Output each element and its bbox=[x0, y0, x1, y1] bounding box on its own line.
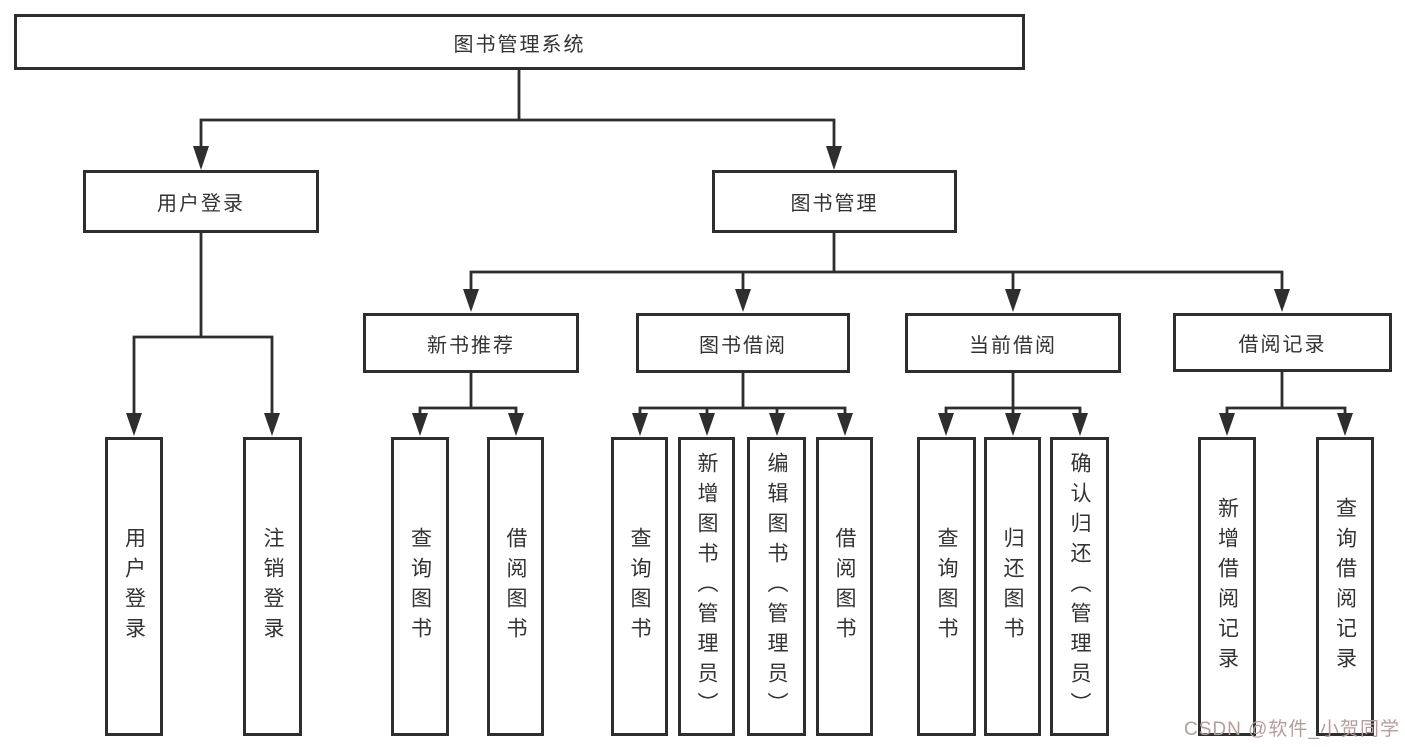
leaf-add-books-admin-label: 新增图书（管理员） bbox=[695, 451, 718, 722]
leaf-borrow-borrow-books: 借阅图书 bbox=[816, 437, 873, 736]
leaf-current-query-books-label: 查询图书 bbox=[935, 526, 958, 647]
leaf-borrow-query-books-label: 查询图书 bbox=[628, 526, 651, 647]
leaf-user-login: 用户登录 bbox=[105, 437, 163, 736]
node-book-management-system-label: 图书管理系统 bbox=[453, 33, 586, 56]
node-book-management-system: 图书管理系统 bbox=[14, 14, 1025, 70]
leaf-edit-books-admin-label: 编辑图书（管理员） bbox=[765, 451, 788, 722]
leaf-add-borrow-record-label: 新增借阅记录 bbox=[1215, 496, 1239, 677]
node-new-book-recommendation-label: 新书推荐 bbox=[427, 334, 515, 357]
leaf-rec-borrow-books: 借阅图书 bbox=[487, 437, 544, 736]
leaf-current-query-books: 查询图书 bbox=[917, 437, 976, 736]
node-borrowing-records: 借阅记录 bbox=[1173, 313, 1392, 372]
leaf-add-borrow-record: 新增借阅记录 bbox=[1198, 437, 1256, 736]
node-current-borrowing: 当前借阅 bbox=[905, 313, 1121, 373]
leaf-edit-books-admin: 编辑图书（管理员） bbox=[747, 437, 806, 736]
leaf-rec-borrow-books-label: 借阅图书 bbox=[504, 526, 527, 647]
node-new-book-recommendation: 新书推荐 bbox=[363, 313, 579, 373]
leaf-confirm-return-admin-label: 确认归还（管理员） bbox=[1068, 451, 1091, 722]
node-user-login-label: 用户登录 bbox=[157, 193, 245, 215]
leaf-user-login-label: 用户登录 bbox=[122, 526, 146, 647]
leaf-borrow-query-books: 查询图书 bbox=[611, 437, 668, 736]
node-book-management-label: 图书管理 bbox=[790, 193, 879, 215]
leaf-return-books-label: 归还图书 bbox=[1001, 526, 1024, 647]
leaf-query-borrow-record-label: 查询借阅记录 bbox=[1333, 496, 1357, 677]
leaf-return-books: 归还图书 bbox=[984, 437, 1041, 736]
leaf-confirm-return-admin: 确认归还（管理员） bbox=[1050, 437, 1109, 736]
csdn-watermark: CSDN @软件_小贺同学 bbox=[1184, 719, 1400, 740]
node-user-login: 用户登录 bbox=[83, 170, 319, 233]
node-book-borrowing-label: 图书借阅 bbox=[699, 334, 787, 357]
node-book-borrowing: 图书借阅 bbox=[636, 313, 850, 373]
leaf-logout-label: 注销登录 bbox=[261, 526, 284, 647]
node-book-management: 图书管理 bbox=[712, 170, 957, 233]
leaf-rec-query-books: 查询图书 bbox=[391, 437, 449, 736]
leaf-add-books-admin: 新增图书（管理员） bbox=[678, 437, 735, 736]
node-borrowing-records-label: 借阅记录 bbox=[1238, 334, 1327, 356]
leaf-logout: 注销登录 bbox=[243, 437, 302, 736]
node-current-borrowing-label: 当前借阅 bbox=[969, 334, 1057, 357]
leaf-query-borrow-record: 查询借阅记录 bbox=[1316, 437, 1374, 736]
leaf-borrow-borrow-books-label: 借阅图书 bbox=[833, 526, 856, 647]
leaf-rec-query-books-label: 查询图书 bbox=[408, 526, 432, 647]
